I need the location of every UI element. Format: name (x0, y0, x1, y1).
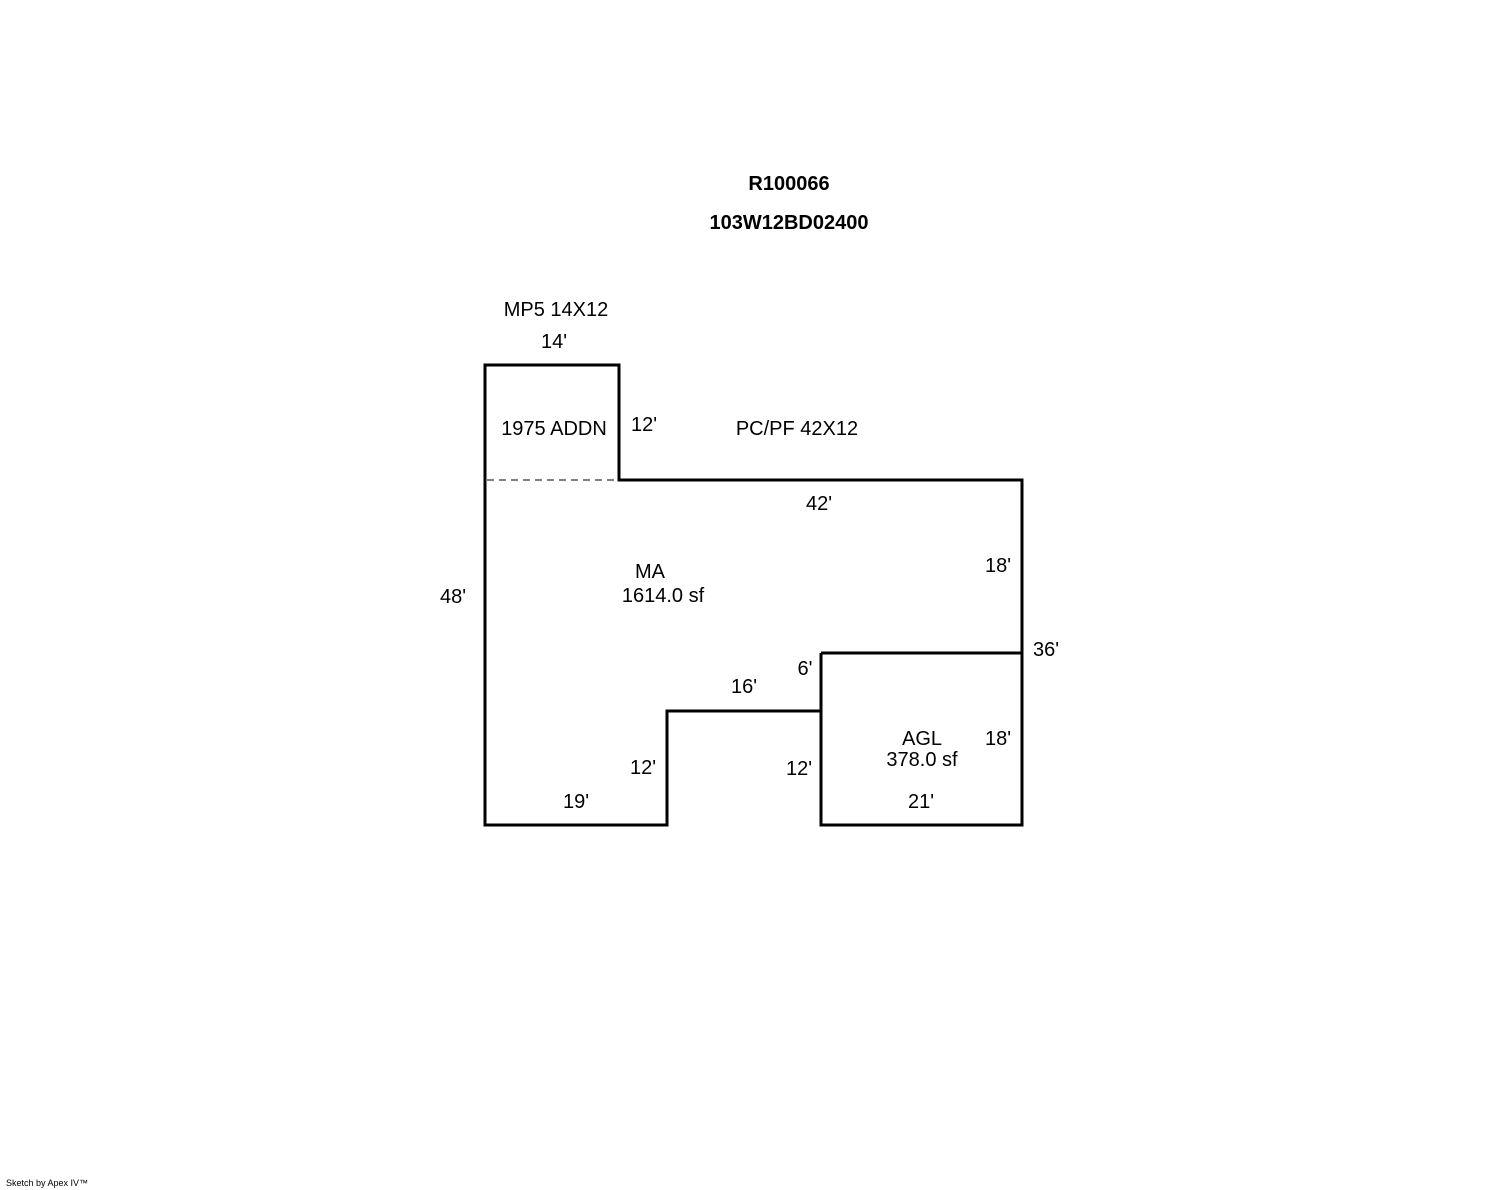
mp5-code-label: MP5 14X12 (504, 299, 609, 321)
porch-code-label: PC/PF 42X12 (736, 418, 858, 440)
dim-right-total: 36' (1033, 639, 1059, 661)
dim-garage-left-upper: 6' (798, 658, 813, 680)
dim-main-left: 48' (440, 586, 466, 608)
mp5-addition-label: 1975 ADDN (501, 418, 607, 440)
footer-credit: Sketch by Apex IV™ (6, 1178, 89, 1188)
dim-notch-right: 12' (786, 758, 812, 780)
map-tax-lot: 103W12BD02400 (709, 212, 869, 234)
dim-bottom-left: 19' (563, 791, 589, 813)
dim-main-top: 42' (806, 493, 832, 515)
dim-notch-left: 12' (630, 757, 656, 779)
dim-garage-right: 18' (985, 728, 1011, 750)
dim-right-upper: 18' (985, 555, 1011, 577)
dim-mp5-right: 12' (631, 414, 657, 436)
dim-notch-top: 16' (731, 676, 757, 698)
dim-garage-bottom: 21' (908, 791, 934, 813)
garage-code-label: AGL (902, 728, 942, 750)
main-outline (483, 363, 1024, 827)
garage-area-label: 378.0 sf (886, 749, 958, 771)
main-area-label: 1614.0 sf (622, 585, 705, 607)
account-id: R100066 (748, 173, 830, 195)
dim-mp5-top: 14' (541, 331, 567, 353)
main-code-label: MA (635, 561, 666, 583)
